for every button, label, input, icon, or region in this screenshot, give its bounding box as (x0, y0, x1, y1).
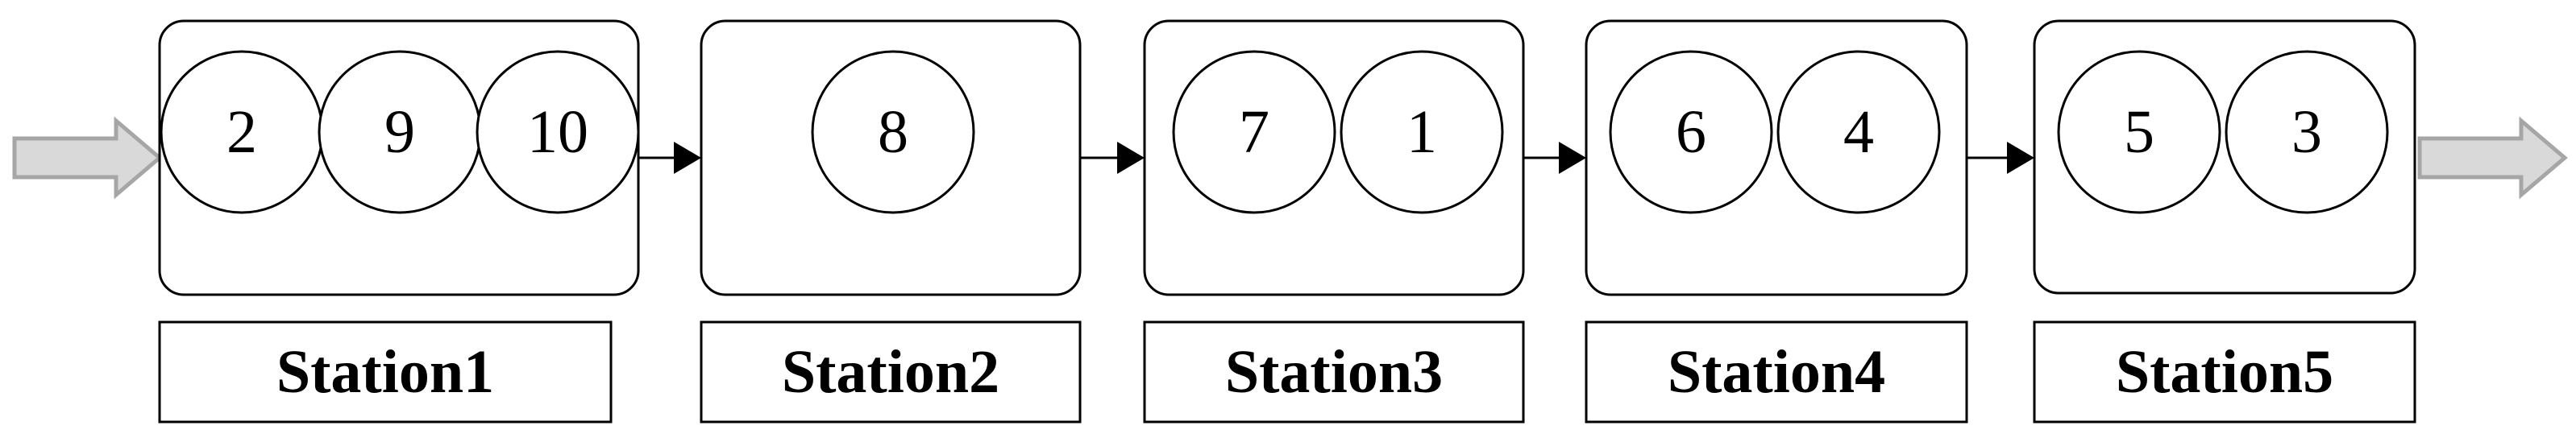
station-label-box (700, 320, 1082, 424)
link-2-3 (1080, 142, 1145, 174)
station-label: Station5 (2116, 338, 2333, 406)
station-label-box (1585, 320, 1968, 424)
task-circle (2225, 50, 2389, 214)
station-1: 2 9 10 Station1 (158, 19, 640, 424)
output-flow-arrow-icon (2417, 116, 2568, 200)
station-5: 5 3 Station5 (2033, 19, 2416, 424)
task-number: 5 (2124, 98, 2154, 166)
station-3: 7 1 Station3 (1143, 19, 1525, 424)
station-label-box (1143, 320, 1525, 424)
task-number: 9 (384, 98, 415, 166)
arrowhead-icon (1559, 142, 1586, 174)
task-circle (1172, 50, 1336, 214)
task-circle (1776, 50, 1941, 214)
task-number: 6 (1676, 98, 1706, 166)
station-label: Station4 (1668, 338, 1885, 406)
task-circle (811, 50, 975, 214)
station-label-box (158, 320, 613, 424)
task-number: 4 (1843, 98, 1874, 166)
station-2: 8 Station2 (700, 19, 1082, 424)
task-circle (2057, 50, 2221, 214)
task-circle (476, 50, 640, 214)
link-3-4 (1523, 142, 1586, 174)
station-4: 6 4 Station4 (1585, 19, 1968, 424)
task-number: 10 (527, 98, 588, 166)
station-label: Station1 (276, 338, 494, 406)
station-label: Station3 (1225, 338, 1443, 406)
arrowhead-icon (674, 142, 701, 174)
task-number: 8 (878, 98, 908, 166)
task-number: 2 (226, 98, 257, 166)
arrowhead-icon (1117, 142, 1145, 174)
task-number: 1 (1406, 98, 1437, 166)
task-number: 7 (1239, 98, 1269, 166)
arrowhead-icon (2007, 142, 2034, 174)
link-1-2 (638, 142, 701, 174)
task-number: 3 (2291, 98, 2322, 166)
task-circle (1340, 50, 1504, 214)
station-label: Station2 (782, 338, 999, 406)
link-4-5 (1967, 142, 2034, 174)
station-label-box (2033, 320, 2416, 424)
task-circle (1609, 50, 1773, 214)
input-flow-arrow-icon (12, 116, 163, 200)
